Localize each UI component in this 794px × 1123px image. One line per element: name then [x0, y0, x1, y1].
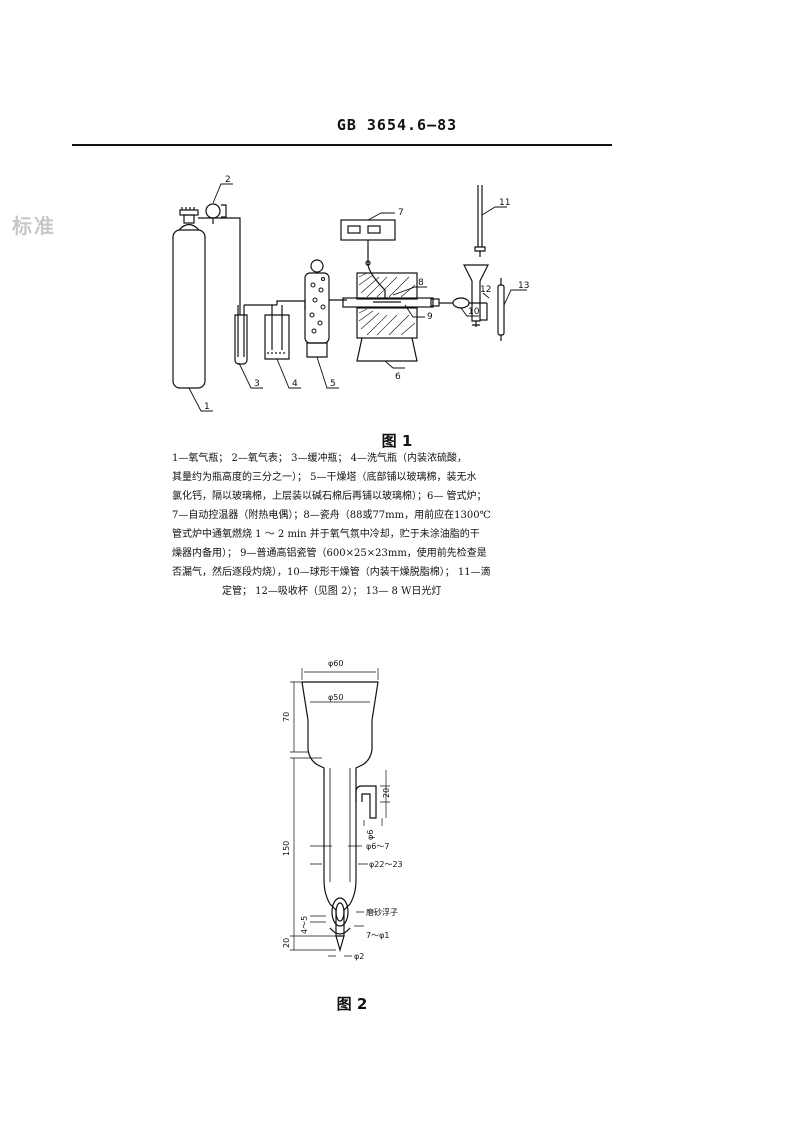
callout-9: 9 — [427, 312, 433, 322]
figure1-caption: 图 1 — [381, 432, 413, 450]
dim-dia-22-23: φ22～23 — [369, 860, 403, 869]
frosted-float-label: 磨砂浮子 — [366, 907, 398, 917]
legend-line: 管式炉中通氧燃烧 1 ～ 2 min 并于氧气氛中冷却，贮于未涂油脂的干 — [172, 529, 480, 540]
header-rule — [72, 144, 612, 146]
oxygen-cylinder — [172, 207, 241, 389]
legend-line: 1—氧气瓶； 2—氧气表； 3—缓冲瓶； 4—洗气瓶（内装浓硫酸， — [172, 453, 467, 464]
apparatus-figure: 1 2 3 4 5 6 7 8 9 10 11 12 13 — [172, 175, 529, 412]
callout-3: 3 — [254, 379, 260, 389]
dim-height-150: 150 — [282, 841, 291, 856]
drying-tower — [304, 259, 347, 358]
callout-12: 12 — [480, 285, 491, 295]
callout-10: 10 — [468, 307, 480, 317]
side-arm — [355, 785, 377, 819]
callout-11: 11 — [499, 198, 510, 208]
dim-side-diameter: φ6 — [366, 830, 375, 840]
dim-dia-6-7: φ6～7 — [366, 842, 389, 851]
porcelain-tube — [342, 297, 453, 308]
dim-bottom-20: 20 — [282, 938, 291, 948]
dim-side-20: 20 — [382, 788, 391, 798]
dim-height-70: 70 — [282, 712, 291, 722]
dim-4-5: 4～5 — [300, 916, 309, 934]
callout-7: 7 — [398, 208, 404, 218]
standard-number: GB 3654.6—83 — [336, 116, 458, 134]
absorption-cup — [463, 264, 489, 327]
fluorescent-lamp — [497, 278, 505, 341]
burette — [474, 185, 486, 257]
dim-top-diameter: φ60 — [328, 659, 343, 668]
dim-tip-diameter: φ2 — [354, 952, 364, 961]
legend-line: 燥器内备用）； 9—普通高铝瓷管（600×25×23mm，使用前先检查是 — [172, 548, 487, 559]
callout-13: 13 — [518, 281, 529, 291]
callout-5: 5 — [330, 379, 336, 389]
absorption-cup-figure: φ60 φ50 70 20 φ6 φ6～7 φ22～23 150 4～5 磨砂浮… — [282, 659, 403, 961]
callout-8: 8 — [418, 278, 424, 288]
buffer-bottle — [234, 304, 277, 365]
frosted-float — [329, 897, 351, 935]
wash-bottle — [264, 300, 306, 360]
temperature-controller — [340, 219, 396, 298]
dim-7-1: 7～φ1 — [366, 931, 389, 940]
callout-6: 6 — [395, 372, 401, 382]
tube-furnace — [356, 272, 418, 362]
dim-inner-diameter: φ50 — [328, 693, 343, 702]
callout-1: 1 — [204, 402, 210, 412]
legend-line: 定管； 12—吸收杯（见图 2）； 13— 8 W日光灯 — [222, 586, 442, 597]
legend-line: 7—自动控温器（附热电偶）；8—瓷舟（88或77mm，用前应在1300℃ — [172, 510, 491, 521]
figure2-caption: 图 2 — [336, 995, 368, 1013]
oxygen-gauge — [205, 203, 227, 224]
cup-outline — [301, 681, 379, 953]
callout-4: 4 — [292, 379, 298, 389]
legend-line: 氯化钙，隔以玻璃棉，上层装以碱石棉后再铺以玻璃棉）；6— 管式炉； — [172, 491, 487, 502]
side-stamp: 标准 — [12, 214, 56, 238]
legend-line: 否漏气，然后逐段灼烧），10—球形干燥管（内装干燥脱脂棉）； 11—滴 — [172, 567, 491, 578]
figure1-legend: 1—氧气瓶； 2—氧气表； 3—缓冲瓶； 4—洗气瓶（内装浓硫酸， 其量约为瓶高… — [172, 449, 507, 601]
callout-2: 2 — [225, 175, 231, 185]
legend-line: 其量约为瓶高度的三分之一）； 5—干燥塔（底部铺以玻璃棉，装无水 — [172, 472, 477, 483]
